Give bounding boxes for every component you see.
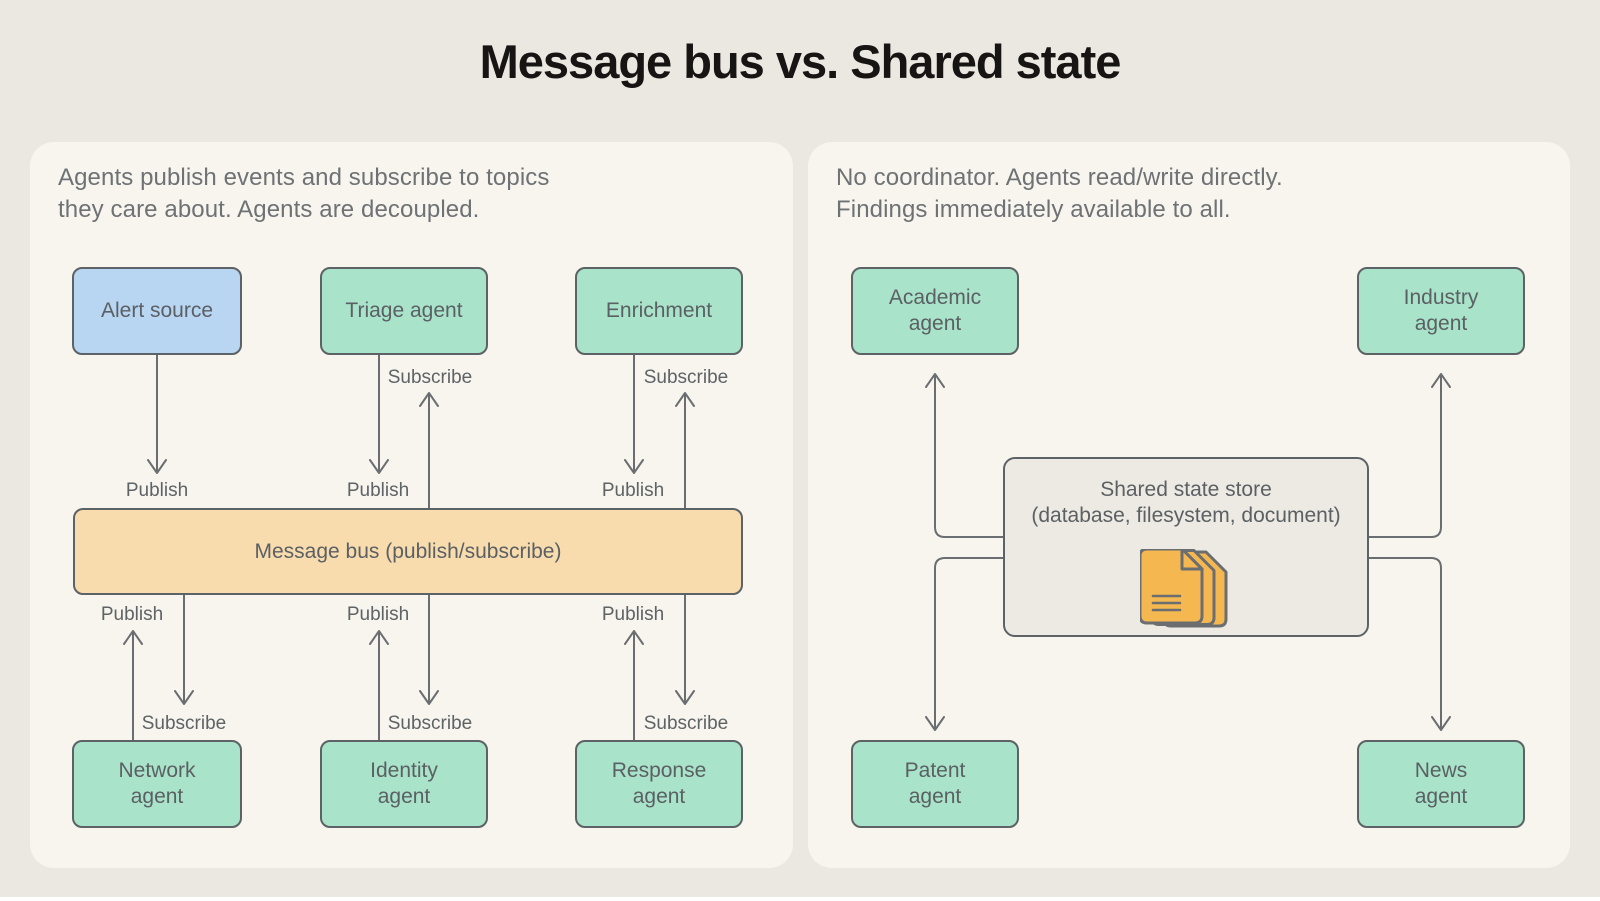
stacked-documents-icon (1140, 549, 1228, 628)
node-label: Response agent (611, 759, 707, 808)
publish-arrow (369, 354, 389, 474)
diagram-title: Message bus vs. Shared state (479, 35, 1122, 88)
node-academic-agent: Academic agent (851, 267, 1019, 355)
edge-label-publish: Publish (346, 604, 410, 625)
node-identity-agent: Identity agent (320, 740, 488, 828)
node-network-agent: Network agent (72, 740, 242, 828)
node-label: Patent agent (904, 759, 966, 808)
message-bus-wires (123, 354, 695, 741)
node-message-bus: Message bus (publish/subscribe) (73, 508, 743, 595)
edge-label-publish: Publish (601, 480, 665, 501)
subscribe-arrow (419, 392, 439, 509)
store-agent-connector (925, 557, 1004, 731)
edge-label-subscribe: Subscribe (387, 367, 473, 388)
edge-label-publish: Publish (125, 480, 189, 501)
node-label: Alert source (100, 299, 214, 322)
node-patent-agent: Patent agent (851, 740, 1019, 828)
subscribe-arrow (419, 594, 439, 705)
node-label: Network agent (118, 759, 196, 808)
edge-label-subscribe: Subscribe (387, 713, 473, 734)
node-label: News agent (1414, 759, 1468, 808)
node-shared-state-store: Shared state store (database, filesystem… (1003, 457, 1369, 637)
shared-state-wires (925, 373, 1451, 731)
node-label: Triage agent (345, 299, 463, 322)
panel-message-bus: Agents publish events and subscribe to t… (30, 142, 793, 868)
node-label: Academic agent (888, 286, 982, 335)
publish-arrow (123, 630, 143, 741)
store-agent-connector (925, 373, 1004, 538)
node-label: Message bus (publish/subscribe) (254, 539, 562, 563)
edge-label-subscribe: Subscribe (643, 713, 729, 734)
subscribe-arrow (174, 594, 194, 705)
node-label: Enrichment (605, 299, 713, 322)
panel-shared-state: No coordinator. Agents read/write direct… (808, 142, 1570, 868)
node-news-agent: News agent (1357, 740, 1525, 828)
node-triage-agent: Triage agent (320, 267, 488, 355)
edge-label-publish: Publish (346, 480, 410, 501)
node-label: Industry agent (1403, 286, 1479, 335)
publish-arrow (147, 354, 167, 474)
node-enrichment: Enrichment (575, 267, 743, 355)
publish-arrow (369, 630, 389, 741)
edge-label-publish: Publish (601, 604, 665, 625)
shared-state-description: No coordinator. Agents read/write direct… (836, 164, 1283, 223)
subscribe-arrow (675, 392, 695, 509)
publish-arrow (624, 630, 644, 741)
subscribe-arrow (675, 594, 695, 705)
node-alert-source: Alert source (72, 267, 242, 355)
store-agent-connector (1368, 557, 1451, 731)
store-agent-connector (1368, 373, 1451, 538)
edge-label-publish: Publish (100, 604, 164, 625)
node-industry-agent: Industry agent (1357, 267, 1525, 355)
node-response-agent: Response agent (575, 740, 743, 828)
edge-label-subscribe: Subscribe (141, 713, 227, 734)
edge-label-subscribe: Subscribe (643, 367, 729, 388)
shared-state-store-label: Shared state store (database, filesystem… (1031, 478, 1341, 527)
node-label: Identity agent (370, 759, 438, 808)
message-bus-description: Agents publish events and subscribe to t… (58, 164, 550, 223)
publish-arrow (624, 354, 644, 474)
